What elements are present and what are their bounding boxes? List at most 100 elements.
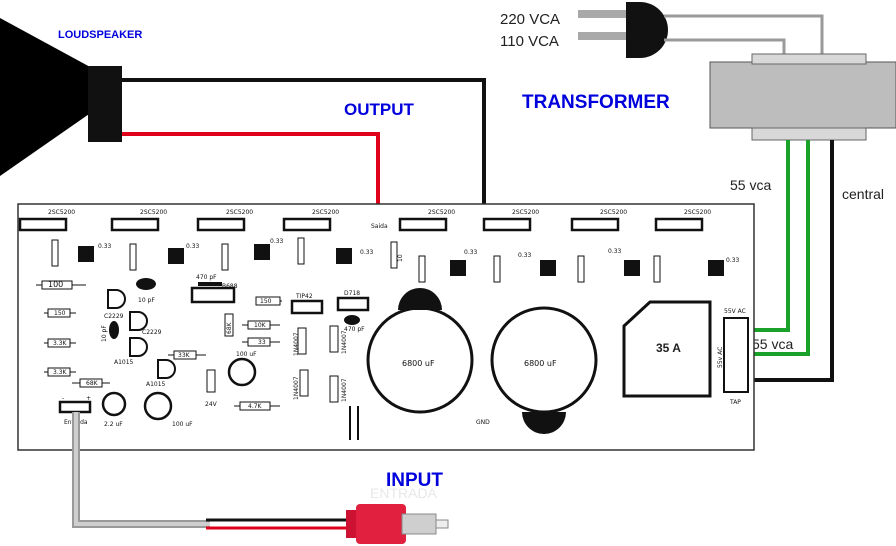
diode-1n4007-label: 1N4007 — [293, 332, 300, 356]
resistor-10-label: 10 — [397, 254, 404, 262]
diode-1n4007-b-label: 1N4007 — [293, 376, 300, 400]
cap-10pf-label: 10 pF — [138, 297, 155, 304]
mains-wire-a — [664, 14, 824, 60]
entrada-ghost-label: ENTRADA — [370, 485, 438, 501]
transformer-label: TRANSFORMER — [522, 92, 670, 113]
resistor-68k-vertical — [224, 313, 234, 337]
resistor-150-label: 150 — [54, 310, 66, 317]
resistor-value: 0.33 — [186, 243, 200, 250]
filter-cap-left-label: 6800 uF — [402, 359, 435, 368]
c2229-label: C2229 — [104, 313, 124, 320]
cap-100uf — [143, 391, 173, 421]
transistor-b688 — [190, 286, 236, 304]
saida-label: Saida — [371, 223, 388, 230]
resistor-value: 0.33 — [98, 243, 112, 250]
transistor-label: 2SC5200 — [428, 209, 455, 216]
cap-100uf-b — [227, 357, 257, 387]
zener-24v-label: 24V — [205, 401, 218, 408]
resistor-value: 0.33 — [608, 248, 622, 255]
secondary-55v-label-lower: 55 vca — [752, 336, 793, 352]
vertical-resistors — [51, 237, 661, 283]
cap-100uf-b-label: 100 uF — [236, 351, 257, 358]
diode-1n4007-c-label: 1N4007 — [341, 330, 348, 354]
ac-terminal-block — [723, 317, 749, 393]
resistor-3k3-label: 3.3K — [53, 340, 68, 347]
zener-24v — [206, 369, 216, 393]
power-transistor-row: 2SC5200 2SC5200 2SC5200 2SC5200 2SC5200 … — [18, 209, 711, 232]
cap-10pf — [136, 278, 156, 290]
resistor-100-label: 100 — [48, 280, 63, 289]
b688-label: B688 — [222, 283, 238, 290]
cap-470pf-label: 470 pF — [196, 274, 217, 281]
resistor-68k-label: 68K — [86, 380, 99, 387]
transistor-label: 2SC5200 — [512, 209, 539, 216]
d718-label: D718 — [344, 290, 360, 297]
voltage-220-label: 220 VCA — [500, 11, 560, 28]
a1015-b-label: A1015 — [146, 381, 166, 388]
voltage-110-label: 110 VCA — [500, 33, 559, 50]
output-label: OUTPUT — [344, 100, 415, 119]
transistor-label: 2SC5200 — [48, 209, 75, 216]
input-pin-minus: - — [62, 395, 64, 402]
secondary-55v-label-upper: 55 vca — [730, 177, 771, 193]
ac-terminal-label: 55V AC — [724, 308, 746, 315]
cap-10pf-b-label: 10 pF — [101, 325, 108, 342]
rca-plug-icon — [346, 504, 449, 544]
filter-cap-right-label: 6800 uF — [524, 359, 557, 368]
transistor-tip42 — [290, 299, 324, 315]
resistor-value: 0.33 — [270, 238, 284, 245]
cap-100uf-label: 100 uF — [172, 421, 193, 428]
central-tap-label: central — [842, 186, 884, 202]
a1015-label: A1015 — [114, 359, 134, 366]
horizontal-resistors — [36, 280, 282, 411]
filter-capacitor-left — [366, 288, 474, 414]
transistor-label: 2SC5200 — [600, 209, 627, 216]
secondary-wire-55v-a — [748, 140, 790, 332]
diode-1n4007-d-label: 1N4007 — [341, 378, 348, 402]
resistor-value: 0.33 — [360, 249, 374, 256]
loudspeaker-icon — [0, 18, 122, 176]
loudspeaker-label: LOUDSPEAKER — [58, 29, 142, 41]
input-pin-plus: + — [86, 395, 91, 402]
filter-capacitor-right — [490, 306, 598, 434]
mains-wire-b — [664, 38, 786, 60]
b688-tab — [198, 282, 222, 286]
diodes-1n4007 — [297, 325, 339, 403]
resistor-value: 0.33 — [726, 257, 740, 264]
transformer-icon — [709, 53, 896, 141]
cap-10pf-b — [109, 321, 119, 339]
input-cable-sheath — [74, 412, 210, 526]
gnd-label: GND — [476, 419, 490, 426]
resistor-33k-label: 33K — [178, 352, 191, 359]
transistor-d718 — [336, 296, 370, 312]
secondary-wire-central — [748, 140, 834, 382]
cap-470pf-b-label: 470 pF — [344, 326, 365, 333]
input-label: INPUT — [386, 470, 443, 491]
cap-2-2uf — [101, 391, 127, 417]
tip42-label: TIP42 — [295, 293, 313, 300]
input-connector — [58, 400, 92, 414]
speaker-output-wire — [122, 132, 380, 232]
cap-2-2uf-label: 2.2 uF — [104, 421, 123, 428]
c2229-b-label: C2229 — [142, 329, 162, 336]
cap-470pf-b — [344, 315, 360, 325]
bridge-rectifier-label: 35 A — [656, 341, 681, 355]
mains-plug-icon — [578, 2, 668, 58]
resistor-68k-v-label: 68K — [226, 321, 233, 334]
transistor-label: 2SC5200 — [226, 209, 253, 216]
bridge-rectifier — [622, 300, 712, 398]
resistor-3k3-b-label: 3.3K — [53, 369, 68, 376]
small-transistors — [107, 289, 176, 379]
resistor-33-label: 33 — [258, 339, 266, 346]
emitter-resistor-blocks: 0.33 0.33 0.33 0.33 0.33 0.33 0.33 0.33 — [78, 238, 740, 276]
ac-side-label: 55v AC — [717, 347, 724, 368]
resistor-150b-label: 150 — [260, 298, 272, 305]
tap-label: TAP — [729, 399, 741, 406]
resistor-4k7-label: 4.7K — [248, 403, 263, 410]
resistor-value: 0.33 — [518, 252, 532, 259]
resistor-10k-label: 10K — [254, 322, 267, 329]
transistor-label: 2SC5200 — [312, 209, 339, 216]
transistor-label: 2SC5200 — [684, 209, 711, 216]
